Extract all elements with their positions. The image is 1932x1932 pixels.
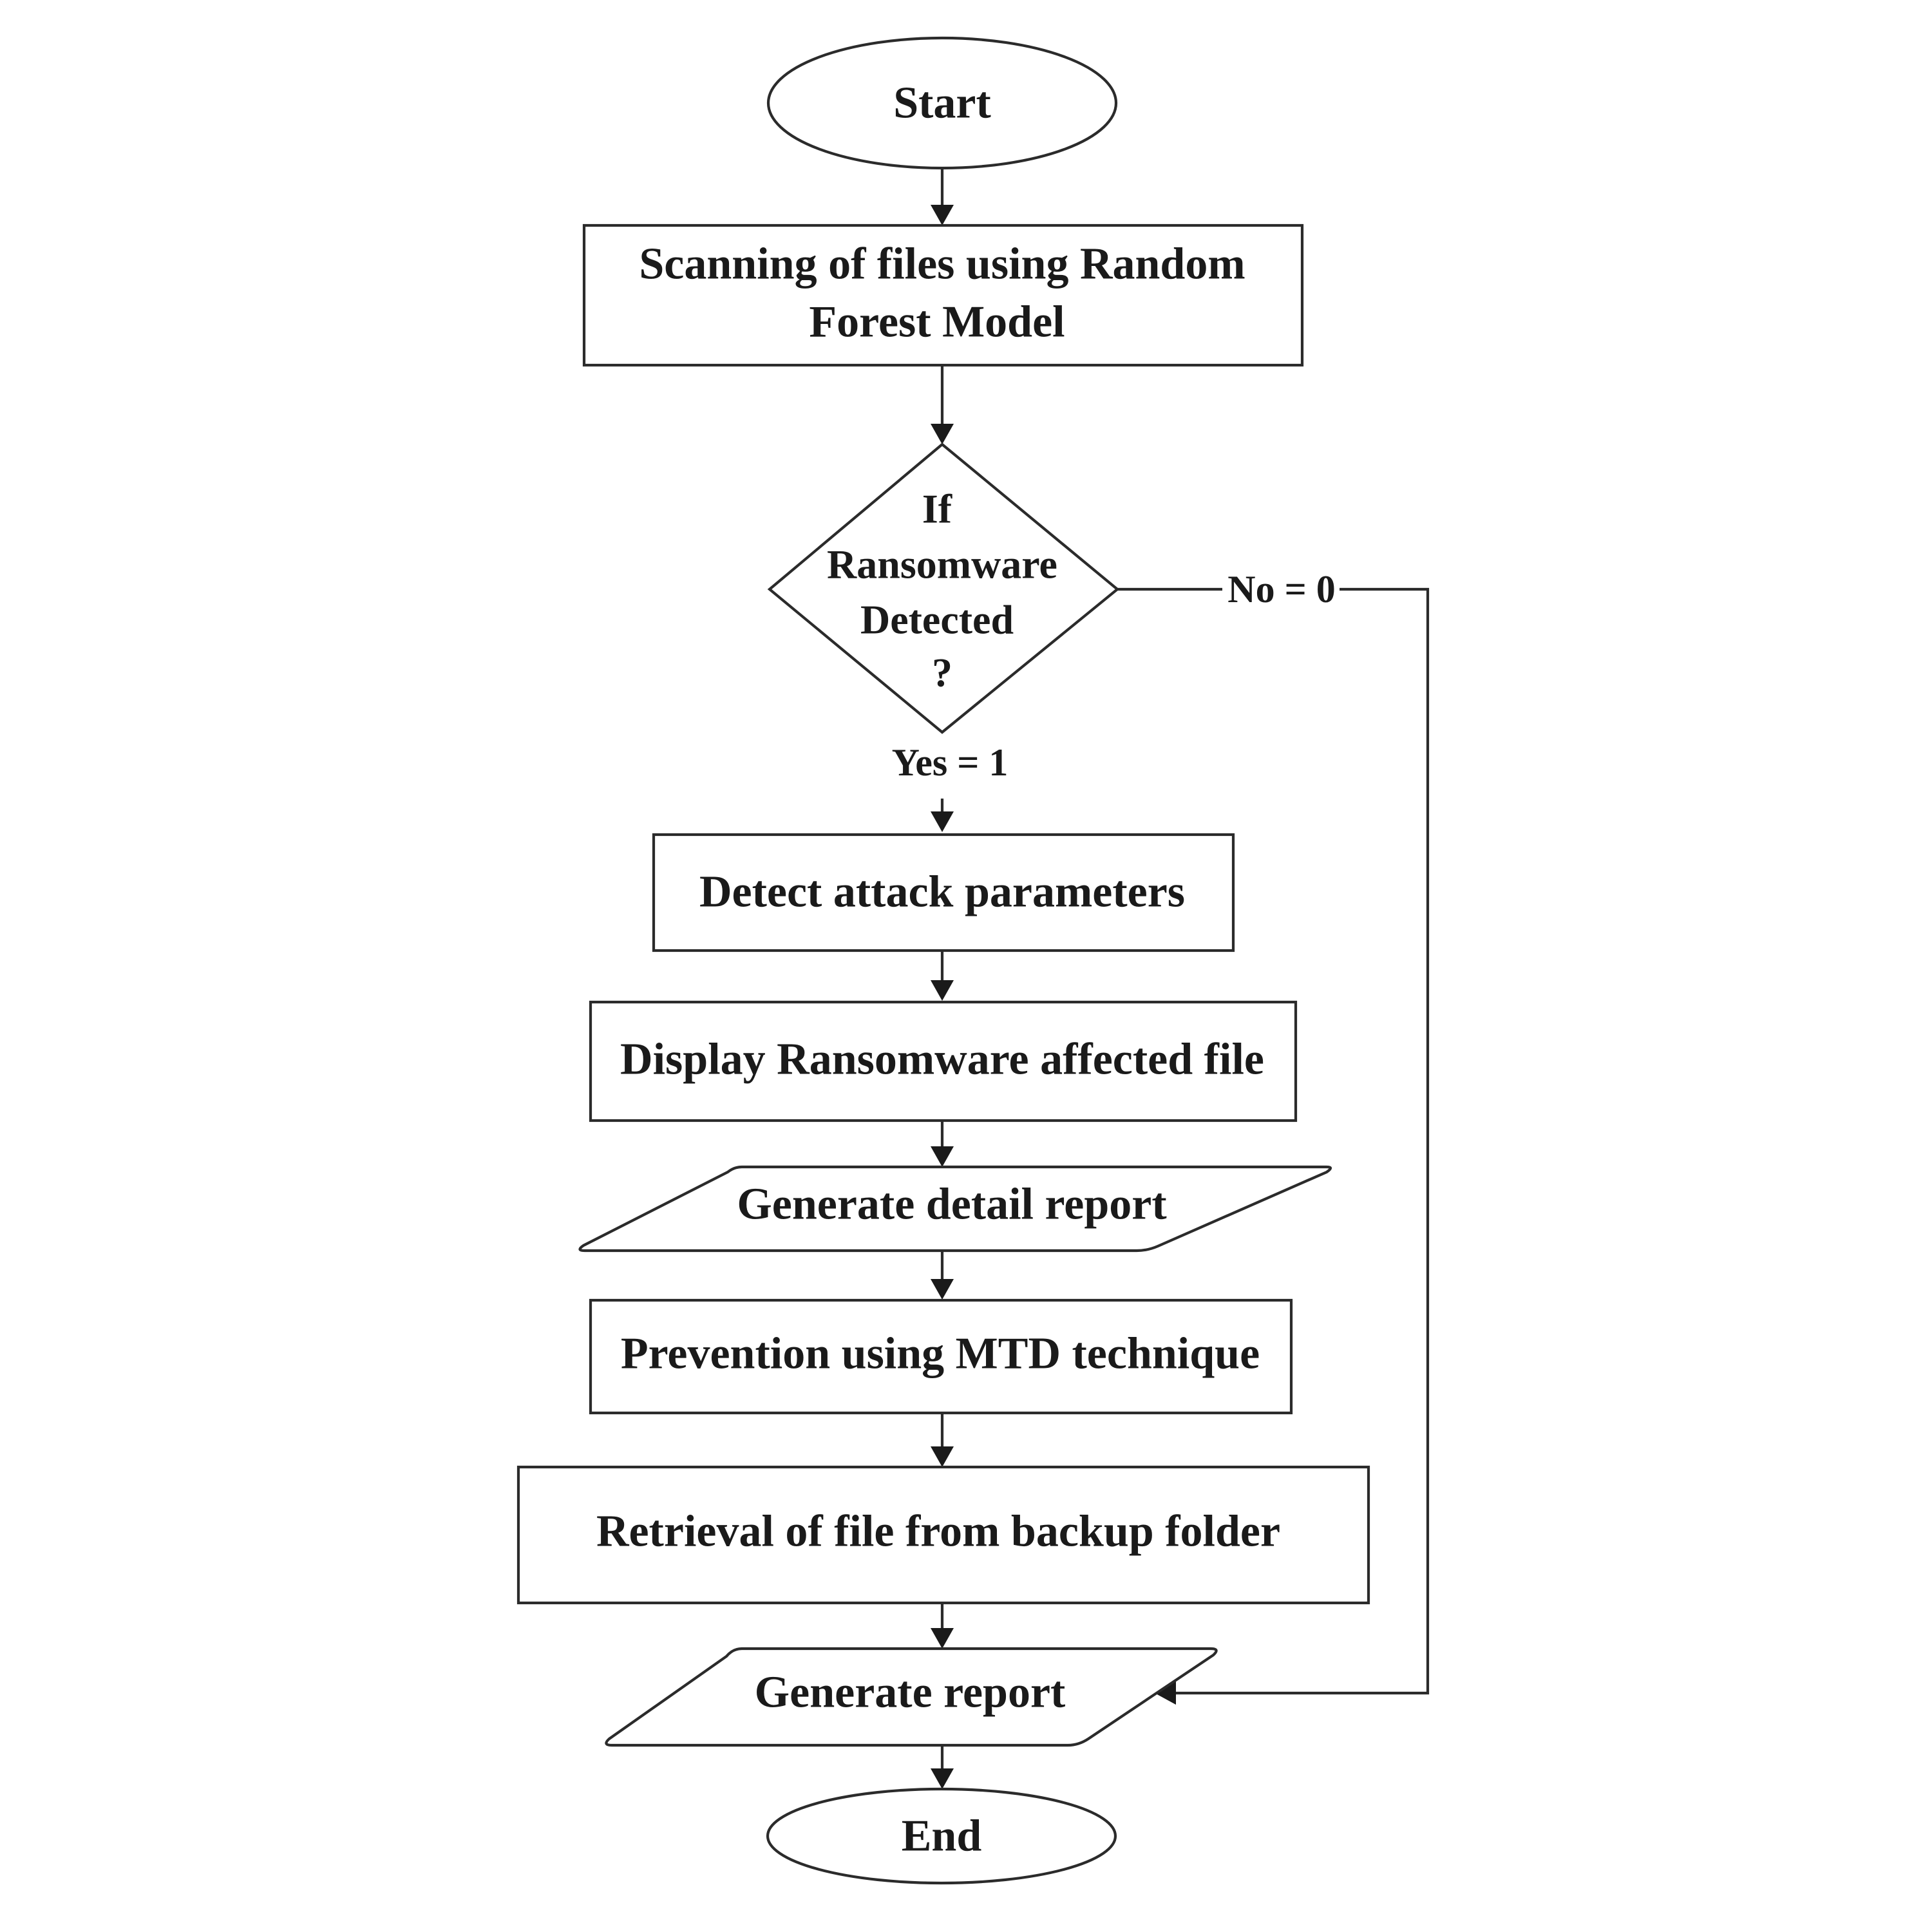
- detail-report-node: Generate detail report: [578, 1165, 1332, 1253]
- detail-report-parallelogram: [578, 1165, 1332, 1253]
- decision-label-line1: If: [922, 486, 952, 532]
- decision-label-line2: Ransomware: [827, 542, 1057, 587]
- retrieval-process-box: [516, 1465, 1370, 1605]
- prevention-node: Prevention using MTD technique: [589, 1298, 1293, 1415]
- start-node: Start: [766, 36, 1118, 170]
- end-node: End: [766, 1787, 1117, 1885]
- decision-label-line3: Detected: [860, 597, 1014, 643]
- arrowhead: [931, 1279, 954, 1300]
- arrowhead: [931, 424, 954, 444]
- prevention-process-box: [589, 1298, 1293, 1415]
- report-parallelogram: [605, 1647, 1218, 1747]
- arrowhead: [931, 1768, 954, 1789]
- arrowhead: [931, 811, 954, 832]
- arrowhead: [931, 980, 954, 1001]
- arrowhead: [931, 1446, 954, 1467]
- arrowhead: [1155, 1681, 1176, 1705]
- decision-label-line4: ?: [932, 650, 952, 696]
- detect-label: Detect attack parameters: [699, 867, 1185, 917]
- detect-node: Detect attack parameters: [652, 833, 1235, 952]
- detect-process-box: [652, 833, 1235, 952]
- report-node: Generate report: [605, 1647, 1218, 1747]
- scan-label-line2: Forest Model: [809, 298, 1065, 347]
- end-label: End: [902, 1812, 982, 1861]
- detail-report-label: Generate detail report: [737, 1180, 1166, 1229]
- arrowhead: [931, 205, 954, 225]
- end-terminator: [766, 1787, 1117, 1885]
- arrowhead: [931, 1146, 954, 1167]
- prevention-label: Prevention using MTD technique: [621, 1329, 1260, 1379]
- yes-edge-label: Yes = 1: [892, 741, 1009, 784]
- scan-label-line1: Scanning of files using Random: [639, 240, 1245, 289]
- arrowhead: [931, 1628, 954, 1649]
- report-label: Generate report: [755, 1668, 1066, 1718]
- decision-node: If Ransomware Detected ?: [767, 442, 1120, 734]
- display-label: Display Ransomware affected file: [620, 1035, 1264, 1084]
- start-label: Start: [893, 79, 991, 128]
- no-edge-label: No = 0: [1227, 568, 1336, 611]
- scan-process-box: [582, 223, 1304, 367]
- connectors: [931, 169, 1430, 1789]
- start-terminator: [766, 36, 1118, 170]
- display-process-box: [589, 1000, 1298, 1122]
- retrieval-label: Retrieval of file from backup folder: [596, 1507, 1280, 1557]
- decision-diamond: [767, 442, 1120, 734]
- retrieval-node: Retrieval of file from backup folder: [516, 1465, 1370, 1605]
- display-node: Display Ransomware affected file: [589, 1000, 1298, 1122]
- scan-node: Scanning of files using Random Forest Mo…: [582, 223, 1304, 367]
- edge-decision-no-to-report: [1172, 587, 1430, 1695]
